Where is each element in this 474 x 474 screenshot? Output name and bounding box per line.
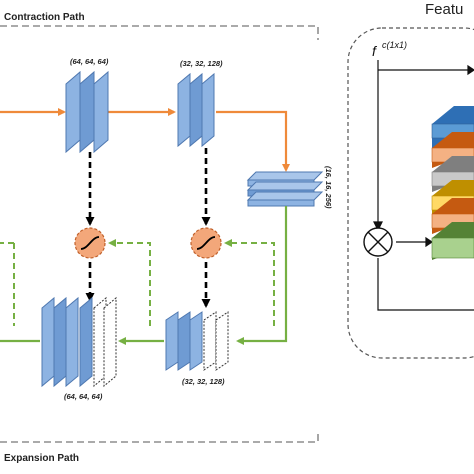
- circle-times-icon: [363, 227, 393, 257]
- expansion-path-label: Expansion Path: [4, 453, 79, 464]
- decoder-block-1-shape: (64, 64, 64): [64, 392, 103, 401]
- attention-gate-1: [74, 227, 106, 259]
- bottleneck-shape: (16, 16, 256): [324, 166, 333, 209]
- contraction-path-label: Contraction Path: [4, 12, 85, 23]
- decoder-block-2: (32, 32, 128): [165, 311, 229, 386]
- feature-panel: Featu f c(1x1): [347, 1, 474, 359]
- expansion-path-bracket: Expansion Path: [0, 430, 319, 464]
- attention-gate-2: [190, 227, 222, 259]
- fc-symbol: f: [372, 43, 378, 59]
- contraction-path-bracket: Contraction Path: [0, 12, 319, 40]
- contraction-arrows: [0, 108, 290, 172]
- decoder-block-1: (64, 64, 64): [41, 296, 117, 401]
- encoder-block-2: (32, 32, 128): [177, 59, 223, 148]
- skip-connections: [85, 148, 211, 308]
- encoder-block-1: (64, 64, 64): [65, 57, 109, 154]
- feature-panel-title: Featu: [425, 1, 463, 18]
- gating-arrows: [0, 239, 275, 326]
- decoder-block-2-shape: (32, 32, 128): [182, 377, 225, 386]
- sigmoid-circle-icon: [80, 236, 100, 250]
- encoder-block-1-shape: (64, 64, 64): [70, 57, 109, 66]
- feature-map-stack: [431, 106, 474, 260]
- expansion-arrows: [0, 206, 288, 345]
- sigmoid-circle-icon: [196, 236, 216, 250]
- encoder-block-2-shape: (32, 32, 128): [180, 59, 223, 68]
- fc-superscript: c(1x1): [382, 40, 407, 50]
- bottleneck-block: (16, 16, 256): [246, 166, 333, 209]
